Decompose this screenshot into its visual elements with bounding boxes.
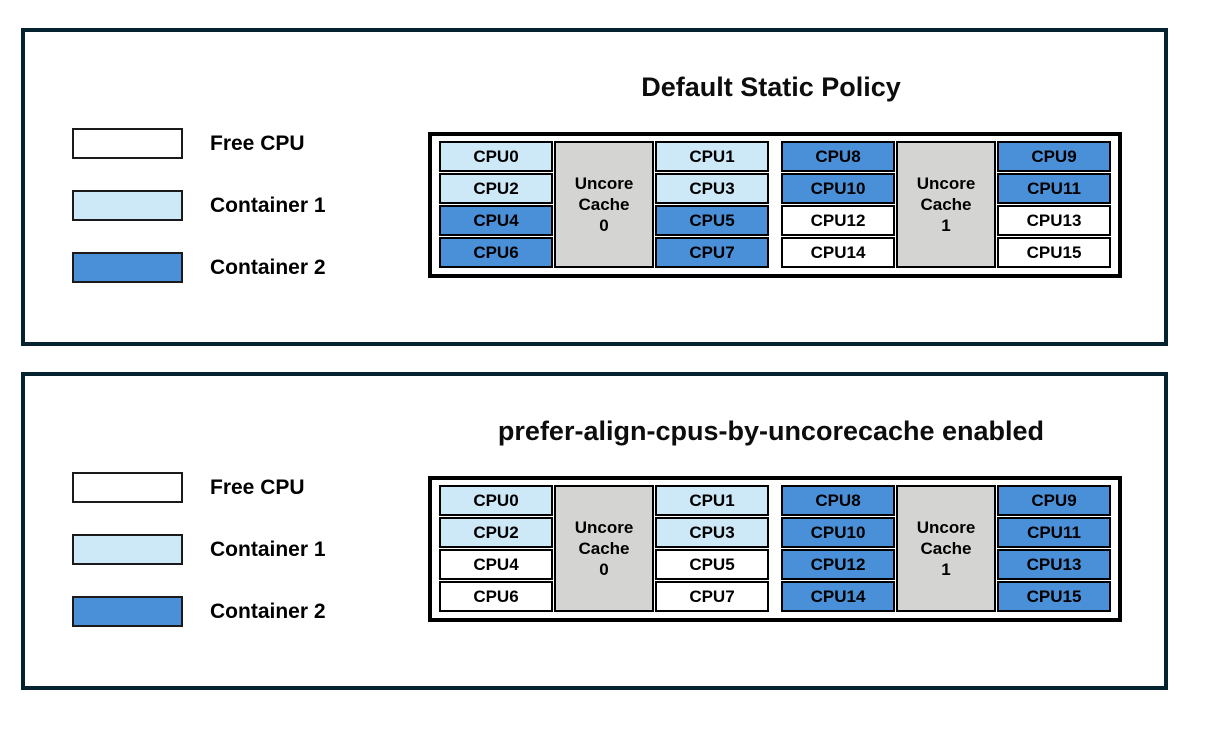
uncore-cache-label-line: Uncore: [916, 518, 976, 537]
container1-swatch: [72, 534, 183, 565]
container1-swatch: [72, 190, 183, 221]
cpu-column-right: CPU9 CPU11 CPU13 CPU15: [997, 485, 1111, 613]
cpu-column-right: CPU9 CPU11 CPU13 CPU15: [997, 141, 1111, 269]
cpu-cell: CPU3: [655, 173, 769, 204]
cpu-cell: CPU9: [997, 141, 1111, 172]
cpu-column-left: CPU8 CPU10 CPU12 CPU14: [781, 141, 895, 269]
cpu-cell: CPU14: [781, 237, 895, 268]
uncore-cache-cell: Uncore Cache 0: [554, 141, 654, 268]
cpu-cell: CPU4: [439, 549, 553, 580]
cpu-cell: CPU7: [655, 581, 769, 612]
cpu-cell: CPU10: [781, 517, 895, 548]
cpu-column-left: CPU0 CPU2 CPU4 CPU6: [439, 485, 553, 613]
free-cpu-swatch: [72, 472, 183, 503]
cpu-cell: CPU15: [997, 581, 1111, 612]
cpu-cell: CPU1: [655, 485, 769, 516]
legend-item: Container 2: [72, 596, 326, 627]
cpu-cell: CPU12: [781, 205, 895, 236]
legend-item: Free CPU: [72, 472, 326, 503]
legend-item: Container 1: [72, 534, 326, 565]
uncore-cache-label-line: Uncore: [574, 174, 634, 193]
panel-title: prefer-align-cpus-by-uncorecache enabled: [497, 416, 1045, 446]
legend: Free CPU Container 1 Container 2: [72, 472, 326, 658]
cpu-cell: CPU1: [655, 141, 769, 172]
uncore-cache-label-line: Uncore: [574, 518, 634, 537]
cpu-cell: CPU4: [439, 205, 553, 236]
legend-item: Free CPU: [72, 128, 326, 159]
legend-label: Free CPU: [210, 131, 305, 155]
cpu-cell: CPU3: [655, 517, 769, 548]
cpu-column-right: CPU1 CPU3 CPU5 CPU7: [655, 485, 769, 613]
cpu-cell: CPU13: [997, 549, 1111, 580]
uncore-cache-label-line: 0: [599, 216, 609, 235]
panel-prefer-align-uncorecache: prefer-align-cpus-by-uncorecache enabled…: [21, 372, 1168, 690]
cpu-topology-diagram: CPU0 CPU2 CPU4 CPU6 Uncore Cache 0 CPU1 …: [428, 476, 1122, 622]
cpu-cell: CPU11: [997, 517, 1111, 548]
legend-label: Container 2: [210, 599, 326, 623]
uncore-cache-label-line: Uncore: [916, 174, 976, 193]
legend-item: Container 2: [72, 252, 326, 283]
panel-title: Default Static Policy: [641, 72, 901, 102]
cpu-cell: CPU8: [781, 141, 895, 172]
uncore-cache-label-line: Cache: [920, 195, 972, 214]
legend-label: Container 2: [210, 255, 326, 279]
uncore-cache-label-line: 1: [941, 216, 951, 235]
cpu-cell: CPU6: [439, 237, 553, 268]
panel-default-static-policy: Default Static Policy Free CPU Container…: [21, 28, 1168, 346]
free-cpu-swatch: [72, 128, 183, 159]
uncore-cache-cell: Uncore Cache 1: [896, 485, 996, 612]
legend-label: Container 1: [210, 193, 326, 217]
cpu-cell: CPU7: [655, 237, 769, 268]
uncore-cache-label-line: Cache: [578, 539, 630, 558]
container2-swatch: [72, 252, 183, 283]
cpu-cell: CPU15: [997, 237, 1111, 268]
cpu-column-right: CPU1 CPU3 CPU5 CPU7: [655, 141, 769, 269]
cpu-column-left: CPU0 CPU2 CPU4 CPU6: [439, 141, 553, 269]
cpu-cell: CPU2: [439, 173, 553, 204]
uncore-block-0: CPU0 CPU2 CPU4 CPU6 Uncore Cache 0 CPU1 …: [439, 141, 769, 269]
uncore-block-1: CPU8 CPU10 CPU12 CPU14 Uncore Cache 1 CP…: [781, 485, 1111, 613]
cpu-cell: CPU6: [439, 581, 553, 612]
uncore-cache-label-line: Cache: [920, 539, 972, 558]
uncore-block-0: CPU0 CPU2 CPU4 CPU6 Uncore Cache 0 CPU1 …: [439, 485, 769, 613]
cpu-cell: CPU0: [439, 141, 553, 172]
uncore-cache-label-line: 1: [941, 560, 951, 579]
container2-swatch: [72, 596, 183, 627]
cpu-topology-diagram: CPU0 CPU2 CPU4 CPU6 Uncore Cache 0 CPU1 …: [428, 132, 1122, 278]
legend-label: Container 1: [210, 537, 326, 561]
cpu-cell: CPU12: [781, 549, 895, 580]
cpu-column-left: CPU8 CPU10 CPU12 CPU14: [781, 485, 895, 613]
uncore-cache-cell: Uncore Cache 0: [554, 485, 654, 612]
cpu-cell: CPU0: [439, 485, 553, 516]
uncore-cache-label-line: Cache: [578, 195, 630, 214]
uncore-cache-cell: Uncore Cache 1: [896, 141, 996, 268]
uncore-cache-label-line: 0: [599, 560, 609, 579]
cpu-cell: CPU5: [655, 549, 769, 580]
cpu-cell: CPU8: [781, 485, 895, 516]
cpu-cell: CPU14: [781, 581, 895, 612]
uncore-block-1: CPU8 CPU10 CPU12 CPU14 Uncore Cache 1 CP…: [781, 141, 1111, 269]
cpu-cell: CPU2: [439, 517, 553, 548]
cpu-cell: CPU11: [997, 173, 1111, 204]
cpu-cell: CPU5: [655, 205, 769, 236]
legend: Free CPU Container 1 Container 2: [72, 128, 326, 314]
cpu-cell: CPU9: [997, 485, 1111, 516]
cpu-cell: CPU10: [781, 173, 895, 204]
legend-label: Free CPU: [210, 475, 305, 499]
legend-item: Container 1: [72, 190, 326, 221]
cpu-cell: CPU13: [997, 205, 1111, 236]
